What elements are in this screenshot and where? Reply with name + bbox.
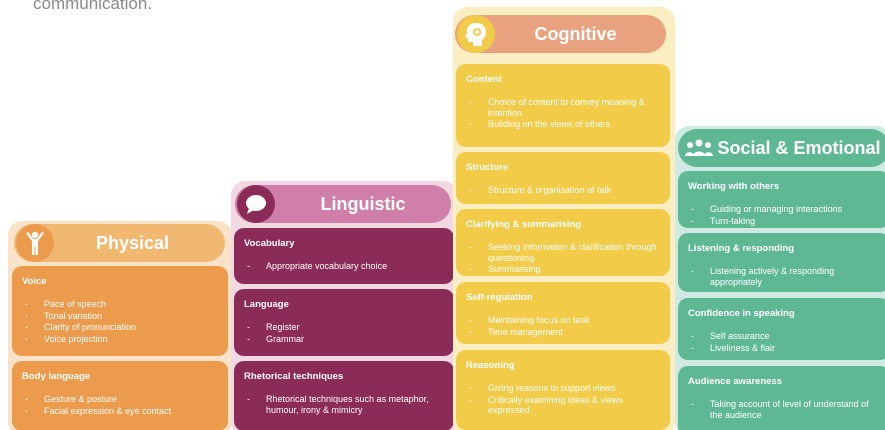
- card-confidence-speaking: Confidence in speaking Self assurance Li…: [678, 298, 885, 360]
- speech-bubble-icon: [237, 185, 275, 223]
- list-item: Grammar: [244, 334, 444, 345]
- list-item: Facial expression & eye contact: [22, 406, 218, 417]
- cognitive-header: Cognitive: [455, 15, 666, 53]
- card-title: Content: [466, 74, 502, 85]
- card-title: Reasoning: [466, 360, 515, 371]
- intro-text: communication.: [33, 0, 153, 13]
- card-self-regulation: Self-regulation Maintaining focus on tas…: [456, 282, 670, 344]
- list-item: Guiding or managing interactions: [688, 204, 880, 215]
- card-title: Listening & responding: [688, 243, 795, 254]
- card-working-with-others: Working with others Guiding or managing …: [678, 171, 885, 228]
- list-item: Pace of speech: [22, 299, 218, 310]
- card-title: Structure: [466, 162, 509, 173]
- list-item: Summarising: [466, 264, 660, 275]
- card-vocabulary: Vocabulary Appropriate vocabulary choice: [234, 228, 454, 284]
- group-icon: [680, 129, 718, 167]
- card-title: Clarifying & summarising: [466, 219, 582, 230]
- list-item: Critically examining ideas & views expre…: [466, 395, 660, 416]
- card-audience-awareness: Audience awareness Taking account of lev…: [678, 366, 885, 430]
- person-icon: [16, 224, 54, 262]
- linguistic-column: Linguistic Vocabulary Appropriate vocabu…: [231, 181, 457, 430]
- list-item: Building on the views of others: [466, 119, 660, 130]
- list-item: Gesture & posture: [22, 394, 218, 405]
- list-item: Seeking information & clarification thro…: [466, 242, 660, 263]
- card-title: Self-regulation: [466, 292, 533, 303]
- card-listening-responding: Listening & responding Listening activel…: [678, 233, 885, 292]
- card-rhetorical-techniques: Rhetorical techniques Rhetorical techniq…: [234, 361, 454, 430]
- list-item: Giving reasons to support views: [466, 383, 660, 394]
- card-content: Content Choice of content to convey mean…: [456, 64, 670, 147]
- list-item: Choice of content to convey meaning & in…: [466, 97, 660, 118]
- social-header: Social & Emotional: [678, 129, 885, 167]
- cognitive-column: Cognitive Content Choice of content to c…: [453, 7, 675, 430]
- linguistic-header: Linguistic: [235, 185, 451, 223]
- card-title: Rhetorical techniques: [244, 371, 344, 382]
- card-title: Vocabulary: [244, 238, 295, 249]
- list-item: Time management: [466, 327, 660, 338]
- list-item: Maintaining focus on task: [466, 315, 660, 326]
- list-item: Taking account of level of understand of…: [688, 399, 880, 420]
- list-item: Appropriate vocabulary choice: [244, 261, 444, 272]
- list-item: Tonal variation: [22, 311, 218, 322]
- social-title: Social & Emotional: [717, 137, 881, 158]
- list-item: Clarity of pronunciation: [22, 322, 218, 333]
- card-title: Body language: [22, 371, 91, 382]
- card-title: Voice: [22, 276, 47, 287]
- card-title: Language: [244, 299, 289, 310]
- head-brain-icon: [457, 15, 495, 53]
- card-voice: Voice Pace of speech Tonal variation Cla…: [12, 266, 228, 356]
- physical-header: Physical: [14, 224, 225, 262]
- card-title: Audience awareness: [688, 376, 782, 387]
- list-item: Structure & organisation of talk: [466, 185, 660, 196]
- list-item: Register: [244, 322, 444, 333]
- card-title: Confidence in speaking: [688, 308, 795, 319]
- card-title: Working with others: [688, 181, 780, 192]
- card-clarifying-summarising: Clarifying & summarising Seeking informa…: [456, 209, 670, 276]
- physical-column: Physical Voice Pace of speech Tonal vari…: [8, 221, 232, 430]
- physical-title: Physical: [95, 232, 170, 253]
- list-item: Turn-taking: [688, 216, 880, 227]
- list-item: Self assurance: [688, 331, 880, 342]
- card-body-language: Body language Gesture & posture Facial e…: [12, 361, 228, 430]
- card-language: Language Register Grammar: [234, 289, 454, 356]
- social-column: Social & Emotional Working with others G…: [675, 126, 885, 430]
- list-item: Rhetorical techniques such as metaphor, …: [244, 394, 444, 415]
- cognitive-title: Cognitive: [534, 23, 617, 44]
- list-item: Voice projection: [22, 334, 218, 345]
- card-structure: Structure Structure & organisation of ta…: [456, 152, 670, 204]
- list-item: Listening actively & responding appropri…: [688, 266, 880, 287]
- list-item: Liveliness & flair: [688, 343, 880, 354]
- linguistic-title: Linguistic: [320, 193, 406, 214]
- card-reasoning: Reasoning Giving reasons to support view…: [456, 350, 670, 430]
